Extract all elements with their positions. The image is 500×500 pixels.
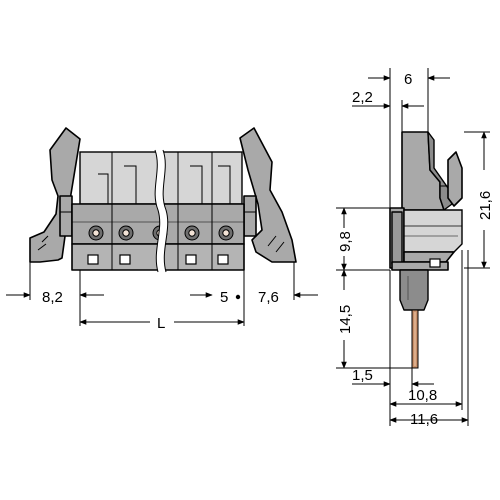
dim-pin-offset: 1,5 [352,367,373,384]
solder-pin [399,269,429,369]
dim-left-margin: 8,2 [42,289,63,306]
right-locking-lever [239,127,297,263]
front-view: 8,2 5 7,6 L [6,127,318,332]
side-lever [401,131,463,211]
side-body [389,207,463,271]
dim-depth-inner: 10,8 [408,387,437,404]
pitch-dot [235,294,241,300]
dim-top-offset: 2,2 [352,89,373,106]
dim-body-height: 9,8 [337,231,354,252]
dim-total-height: 21,6 [477,191,494,220]
wire-entry-hole [218,225,234,241]
dim-top-width: 6 [404,71,412,88]
dim-depth-outer: 11,6 [410,411,438,428]
dim-right-margin: 7,6 [258,289,279,306]
wire-entry-hole [184,225,200,241]
dim-pin-length: 14,5 [337,305,354,334]
side-view: 6 2,2 21,6 9,8 14,5 1,5 [336,68,494,428]
wire-entry-hole [88,225,104,241]
wire-entry-hole [118,225,134,241]
dim-pitch: 5 [220,289,228,306]
front-dimensions: 8,2 5 7,6 L [6,262,318,332]
side-dimensions: 6 2,2 21,6 9,8 14,5 1,5 [336,68,494,428]
dim-length: L [157,315,165,332]
